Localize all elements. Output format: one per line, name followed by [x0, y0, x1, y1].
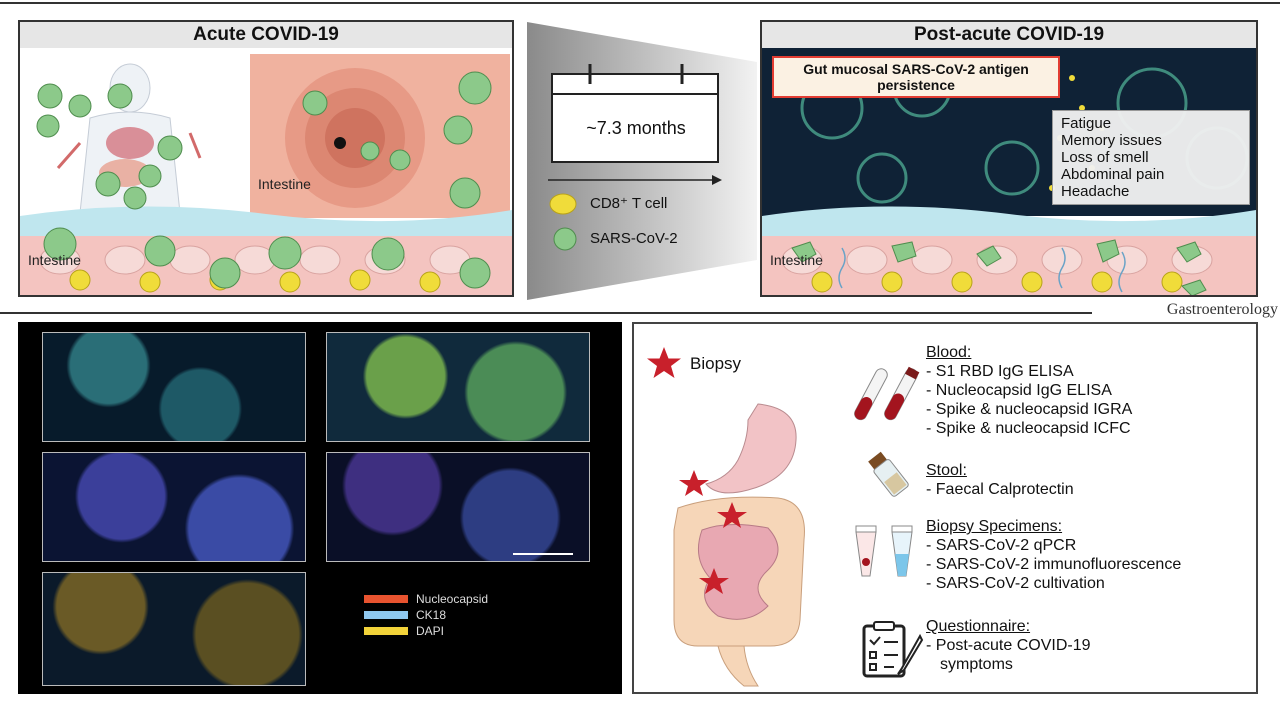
biopsy-specimens-item: - SARS-CoV-2 immunofluorescence	[926, 556, 1182, 573]
biopsy-star-icon	[647, 347, 681, 378]
symptom-item: Abdominal pain	[1061, 166, 1165, 183]
questionnaire-clipboard-icon	[862, 621, 924, 678]
blood-heading: Blood:	[926, 344, 972, 361]
cd8-legend-icon	[549, 193, 577, 215]
duration-label: ~7.3 months	[586, 118, 686, 138]
blood-item: - Nucleocapsid IgG ELISA	[926, 382, 1112, 399]
biopsy-specimens-item: - SARS-CoV-2 qPCR	[926, 537, 1077, 554]
legend-dapi: DAPI	[364, 624, 444, 638]
symptom-item: Fatigue	[1061, 115, 1112, 132]
acute-intestine-label: Intestine	[28, 252, 81, 268]
blood-section: Blood: - S1 RBD IgG ELISA - Nucleocapsid…	[926, 344, 1132, 438]
ck18-label: CK18	[416, 608, 447, 622]
top-border-line	[0, 2, 1280, 4]
post-acute-panel: Post-acute COVID-19	[760, 20, 1258, 297]
blood-item: - Spike & nucleocapsid IGRA	[926, 401, 1133, 418]
questionnaire-item: - Post-acute COVID-19	[926, 637, 1091, 654]
blood-item: - Spike & nucleocapsid ICFC	[926, 420, 1131, 437]
micrograph-3	[42, 452, 306, 562]
cd8-legend-label: CD8⁺ T cell	[590, 195, 668, 212]
calendar-icon	[551, 64, 719, 163]
symptom-item: Memory issues	[1061, 132, 1162, 149]
biopsy-specimens-item: - SARS-CoV-2 cultivation	[926, 575, 1105, 592]
intestine-inset-label: Intestine	[258, 176, 311, 192]
nucleocapsid-swatch	[364, 595, 408, 603]
virus-legend-label: SARS-CoV-2	[590, 230, 678, 247]
antigen-persistence-callout: Gut mucosal SARS-CoV-2 antigen persisten…	[772, 56, 1060, 98]
blood-tubes-icon	[854, 366, 920, 421]
biopsy-legend-label: Biopsy	[690, 354, 742, 373]
biopsy-specimens-section: Biopsy Specimens: - SARS-CoV-2 qPCR - SA…	[926, 518, 1181, 593]
scale-bar	[513, 553, 573, 555]
post-intestine-label: Intestine	[770, 252, 823, 268]
acute-panel: Acute COVID-19	[18, 20, 514, 297]
micrograph-4	[326, 452, 590, 562]
nucleocapsid-label: Nucleocapsid	[416, 592, 489, 606]
questionnaire-section: Questionnaire: - Post-acute COVID-19 sym…	[926, 618, 1091, 674]
symptom-item: Loss of smell	[1061, 149, 1149, 166]
gi-tract-illustration	[673, 403, 805, 687]
blood-item: - S1 RBD IgG ELISA	[926, 363, 1074, 380]
post-acute-title: Post-acute COVID-19	[762, 22, 1256, 48]
symptoms-box: Fatigue Memory issues Loss of smell Abdo…	[1052, 110, 1250, 205]
journal-name: Gastroenterology	[1166, 301, 1278, 318]
dapi-label: DAPI	[416, 624, 445, 638]
specimen-tubes-icon	[855, 525, 913, 577]
acute-illustration	[20, 54, 512, 295]
separator-line	[0, 312, 1092, 314]
timeline-arrow-icon	[548, 175, 722, 185]
symptom-item: Headache	[1061, 183, 1130, 200]
legend-nucleocapsid: Nucleocapsid	[364, 592, 488, 606]
micrograph-5	[42, 572, 306, 686]
stool-section: Stool: - Faecal Calprotectin	[926, 462, 1074, 499]
questionnaire-heading: Questionnaire:	[926, 618, 1031, 635]
acute-title: Acute COVID-19	[20, 22, 512, 48]
micrograph-1	[42, 332, 306, 442]
stool-container-icon	[868, 451, 909, 497]
micrograph-2	[326, 332, 590, 442]
biopsy-specimens-heading: Biopsy Specimens:	[926, 518, 1063, 535]
ck18-swatch	[364, 611, 408, 619]
microscopy-panel: Nucleocapsid CK18 DAPI	[18, 322, 622, 694]
stool-heading: Stool:	[926, 462, 967, 479]
virus-legend-icon	[553, 227, 577, 251]
methods-panel: Biopsy Blood: - S1 RBD IgG ELISA - Nucle…	[632, 322, 1258, 694]
legend-ck18: CK18	[364, 608, 446, 622]
stool-item: - Faecal Calprotectin	[926, 481, 1074, 498]
dapi-swatch	[364, 627, 408, 635]
questionnaire-item: symptoms	[940, 656, 1013, 673]
